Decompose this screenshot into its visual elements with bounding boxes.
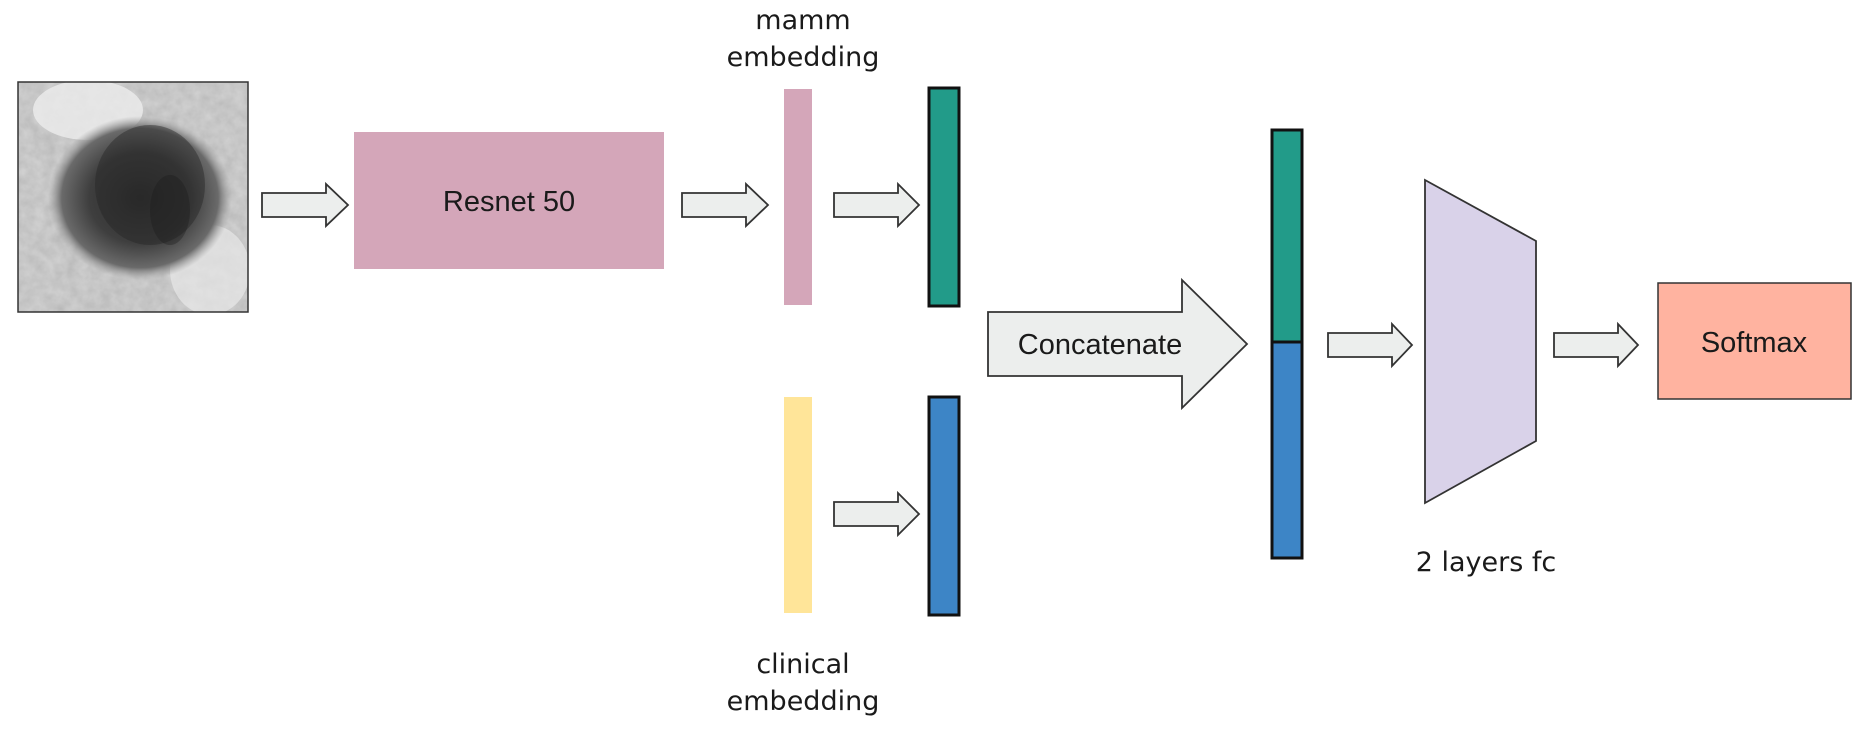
arrow-clinical-embedding-to-vector (833, 490, 921, 538)
arrow-fc-to-softmax (1553, 321, 1640, 369)
resnet-label: Resnet 50 (443, 186, 575, 218)
mamm-feature-vector (927, 86, 961, 308)
arrow-image-to-resnet (261, 181, 350, 229)
fc-layers-trapezoid (1424, 178, 1537, 505)
clinical-embedding-label-line2: embedding (727, 686, 880, 717)
concat-vector-top (1270, 128, 1304, 344)
clinical-feature-vector (927, 395, 961, 617)
fc-label: 2 layers fc (1416, 547, 1557, 578)
resnet-block (354, 132, 664, 269)
arrow-resnet-to-mamm-embedding (681, 181, 770, 229)
arrow-mamm-embedding-to-vector (833, 181, 921, 229)
softmax-block (1657, 282, 1852, 400)
clinical-embedding-bar (784, 397, 812, 613)
concatenate-label: Concatenate (1018, 329, 1182, 361)
arrow-concat-to-fc (1327, 321, 1414, 369)
concatenate-arrow (987, 277, 1249, 411)
clinical-embedding-label-line1: clinical (756, 649, 849, 680)
mamm-embedding-label-line1: mamm (755, 5, 850, 36)
mamm-embedding-bar (784, 89, 812, 305)
softmax-label: Softmax (1701, 327, 1808, 359)
mammogram-input-image (18, 82, 248, 312)
mamm-embedding-label-line2: embedding (727, 42, 880, 73)
concat-vector-bottom (1270, 340, 1304, 560)
